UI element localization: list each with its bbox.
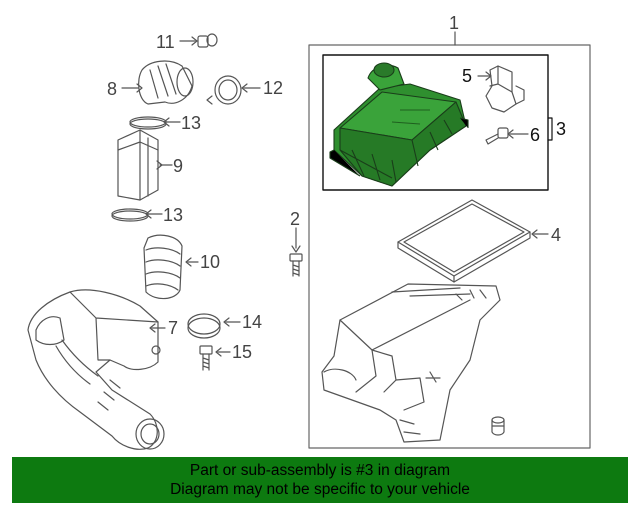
callout-4: 4: [551, 225, 562, 245]
callout-10: 10: [200, 252, 221, 272]
assembly-box: [308, 44, 591, 449]
footer-banner: Part or sub-assembly is #3 in diagram Di…: [12, 457, 628, 503]
part-4-air-filter: [397, 199, 549, 283]
callout-8: 8: [107, 79, 118, 99]
part-2-bolt: [289, 227, 303, 277]
part-14-clamp: [187, 313, 241, 339]
callout-9: 9: [173, 156, 184, 176]
part-8-elbow-duct: [121, 60, 194, 105]
callout-13-upper: 13: [181, 113, 202, 133]
part-5-maf-sensor: [477, 65, 525, 113]
part-11-clip: [179, 33, 218, 48]
callout-7: 7: [168, 318, 179, 338]
callout-14: 14: [242, 312, 263, 332]
part-10-hose: [143, 234, 199, 300]
callout-1: 1: [449, 13, 460, 33]
callout-12: 12: [263, 78, 284, 98]
part-7-intake-duct: [27, 289, 166, 450]
footer-line-1: Part or sub-assembly is #3 in diagram: [189, 462, 451, 479]
callout-3: 3: [556, 119, 567, 139]
footer-line-2: Diagram may not be specific to your vehi…: [170, 481, 470, 498]
part-9-boot: [117, 129, 173, 201]
part-13-clamp-lower: [111, 208, 163, 222]
callout-11: 11: [156, 32, 175, 52]
part-12-clamp: [206, 75, 261, 105]
part-15-bolt: [199, 345, 231, 371]
part-3-air-box-cover: [329, 62, 469, 187]
callout-15: 15: [232, 342, 253, 362]
callout-5: 5: [462, 66, 473, 86]
part-13-clamp-upper: [129, 116, 181, 130]
callout-13-lower: 13: [163, 205, 184, 225]
subassembly-box: [322, 54, 549, 191]
part-6-screw: [485, 127, 529, 145]
callout-6: 6: [530, 125, 541, 145]
callout-2: 2: [290, 209, 301, 229]
air-box-lower-housing: [321, 283, 501, 443]
grommet: [491, 416, 505, 436]
